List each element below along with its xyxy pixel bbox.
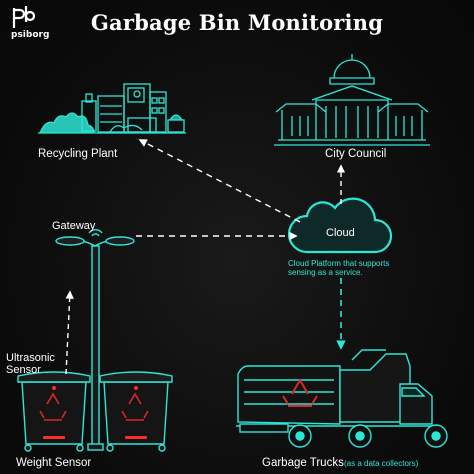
label-garbage-trucks: Garbage Trucks — [262, 457, 344, 469]
arrow-bins-to-gateway — [65, 290, 74, 375]
weight-sensor-pad-icon — [43, 436, 147, 439]
cloud-icon — [287, 197, 393, 254]
arrow-cloud-to-recycling — [138, 139, 301, 223]
truck-recycle-symbol-icon — [282, 377, 318, 407]
recycle-symbol-icon — [39, 392, 149, 421]
label-weight-sensor: Weight Sensor — [16, 457, 92, 469]
garbage-bin-icon — [17, 371, 173, 452]
label-cloud-note-line1: Cloud Platform that supports — [288, 259, 390, 268]
ultrasonic-sensor-icon — [52, 386, 138, 390]
label-cloud: Cloud — [326, 227, 355, 239]
label-recycling-plant: Recycling Plant — [38, 148, 118, 160]
label-ultrasonic-sensor-line2: Sensor — [6, 364, 41, 376]
streetlight-gateway-icon — [55, 229, 135, 451]
label-ultrasonic-sensor-line1: Ultrasonic — [6, 352, 55, 364]
factory-icon — [38, 83, 186, 134]
label-cloud-note-line2: sensing as a service. — [288, 268, 363, 277]
label-trucks-note: (as a data collectors) — [344, 459, 419, 468]
capitol-building-icon — [274, 54, 430, 146]
label-city-council: City Council — [325, 148, 387, 160]
logo-text: psiborg — [11, 30, 50, 40]
psiborg-logo-icon — [12, 6, 36, 28]
page-title: Garbage Bin Monitoring — [90, 10, 384, 35]
garbage-truck-icon — [236, 349, 448, 448]
label-gateway: Gateway — [52, 220, 96, 232]
